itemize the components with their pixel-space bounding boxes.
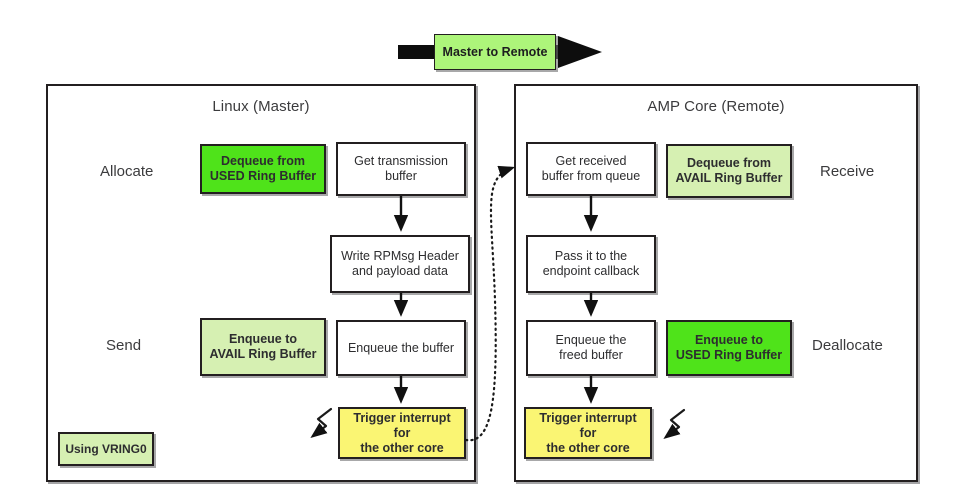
master-to-remote-banner: Master to Remote [398, 34, 602, 70]
row-label-send: Send [106, 337, 142, 354]
node-label: Trigger interrupt for the other core [539, 410, 637, 455]
node-label: Get received buffer from queue [541, 154, 641, 183]
node-dequeue-used-ring-buffer[interactable]: Dequeue from USED Ring Buffer [200, 144, 326, 194]
node-label: Dequeue from AVAIL Ring Buffer [675, 156, 783, 185]
node-label: Enqueue the buffer [347, 340, 455, 355]
node-label: Trigger interrupt for the other core [353, 410, 451, 455]
row-label-deallocate: Deallocate [812, 337, 883, 354]
node-label: Enqueue to AVAIL Ring Buffer [209, 332, 317, 361]
node-label: Get transmission buffer [354, 154, 448, 183]
node-label: Pass it to the endpoint callback [542, 249, 640, 278]
node-dequeue-avail-ring-buffer[interactable]: Dequeue from AVAIL Ring Buffer [666, 144, 792, 198]
node-enqueue-avail-ring-buffer[interactable]: Enqueue to AVAIL Ring Buffer [200, 318, 326, 376]
node-label: Enqueue the freed buffer [555, 333, 627, 362]
row-label-receive: Receive [820, 163, 875, 180]
node-using-vring0: Using VRING0 [58, 432, 154, 466]
node-enqueue-freed-buffer[interactable]: Enqueue the freed buffer [526, 320, 656, 376]
node-enqueue-the-buffer[interactable]: Enqueue the buffer [336, 320, 466, 376]
node-pass-to-endpoint-callback[interactable]: Pass it to the endpoint callback [526, 235, 656, 293]
node-write-rpmsg-header[interactable]: Write RPMsg Header and payload data [330, 235, 470, 293]
node-enqueue-used-ring-buffer[interactable]: Enqueue to USED Ring Buffer [666, 320, 792, 376]
banner-label: Master to Remote [434, 34, 556, 70]
row-label-allocate: Allocate [100, 163, 154, 180]
node-label: Dequeue from USED Ring Buffer [209, 154, 317, 183]
node-label: Write RPMsg Header and payload data [341, 249, 459, 278]
node-get-received-buffer[interactable]: Get received buffer from queue [526, 142, 656, 196]
node-label: Enqueue to USED Ring Buffer [675, 333, 783, 362]
panel-right-title: AMP Core (Remote) [647, 98, 785, 115]
node-trigger-interrupt-right[interactable]: Trigger interrupt for the other core [524, 407, 652, 459]
node-get-transmission-buffer[interactable]: Get transmission buffer [336, 142, 466, 196]
node-trigger-interrupt-left[interactable]: Trigger interrupt for the other core [338, 407, 466, 459]
panel-left-title: Linux (Master) [212, 98, 310, 115]
node-label: Using VRING0 [65, 441, 147, 456]
